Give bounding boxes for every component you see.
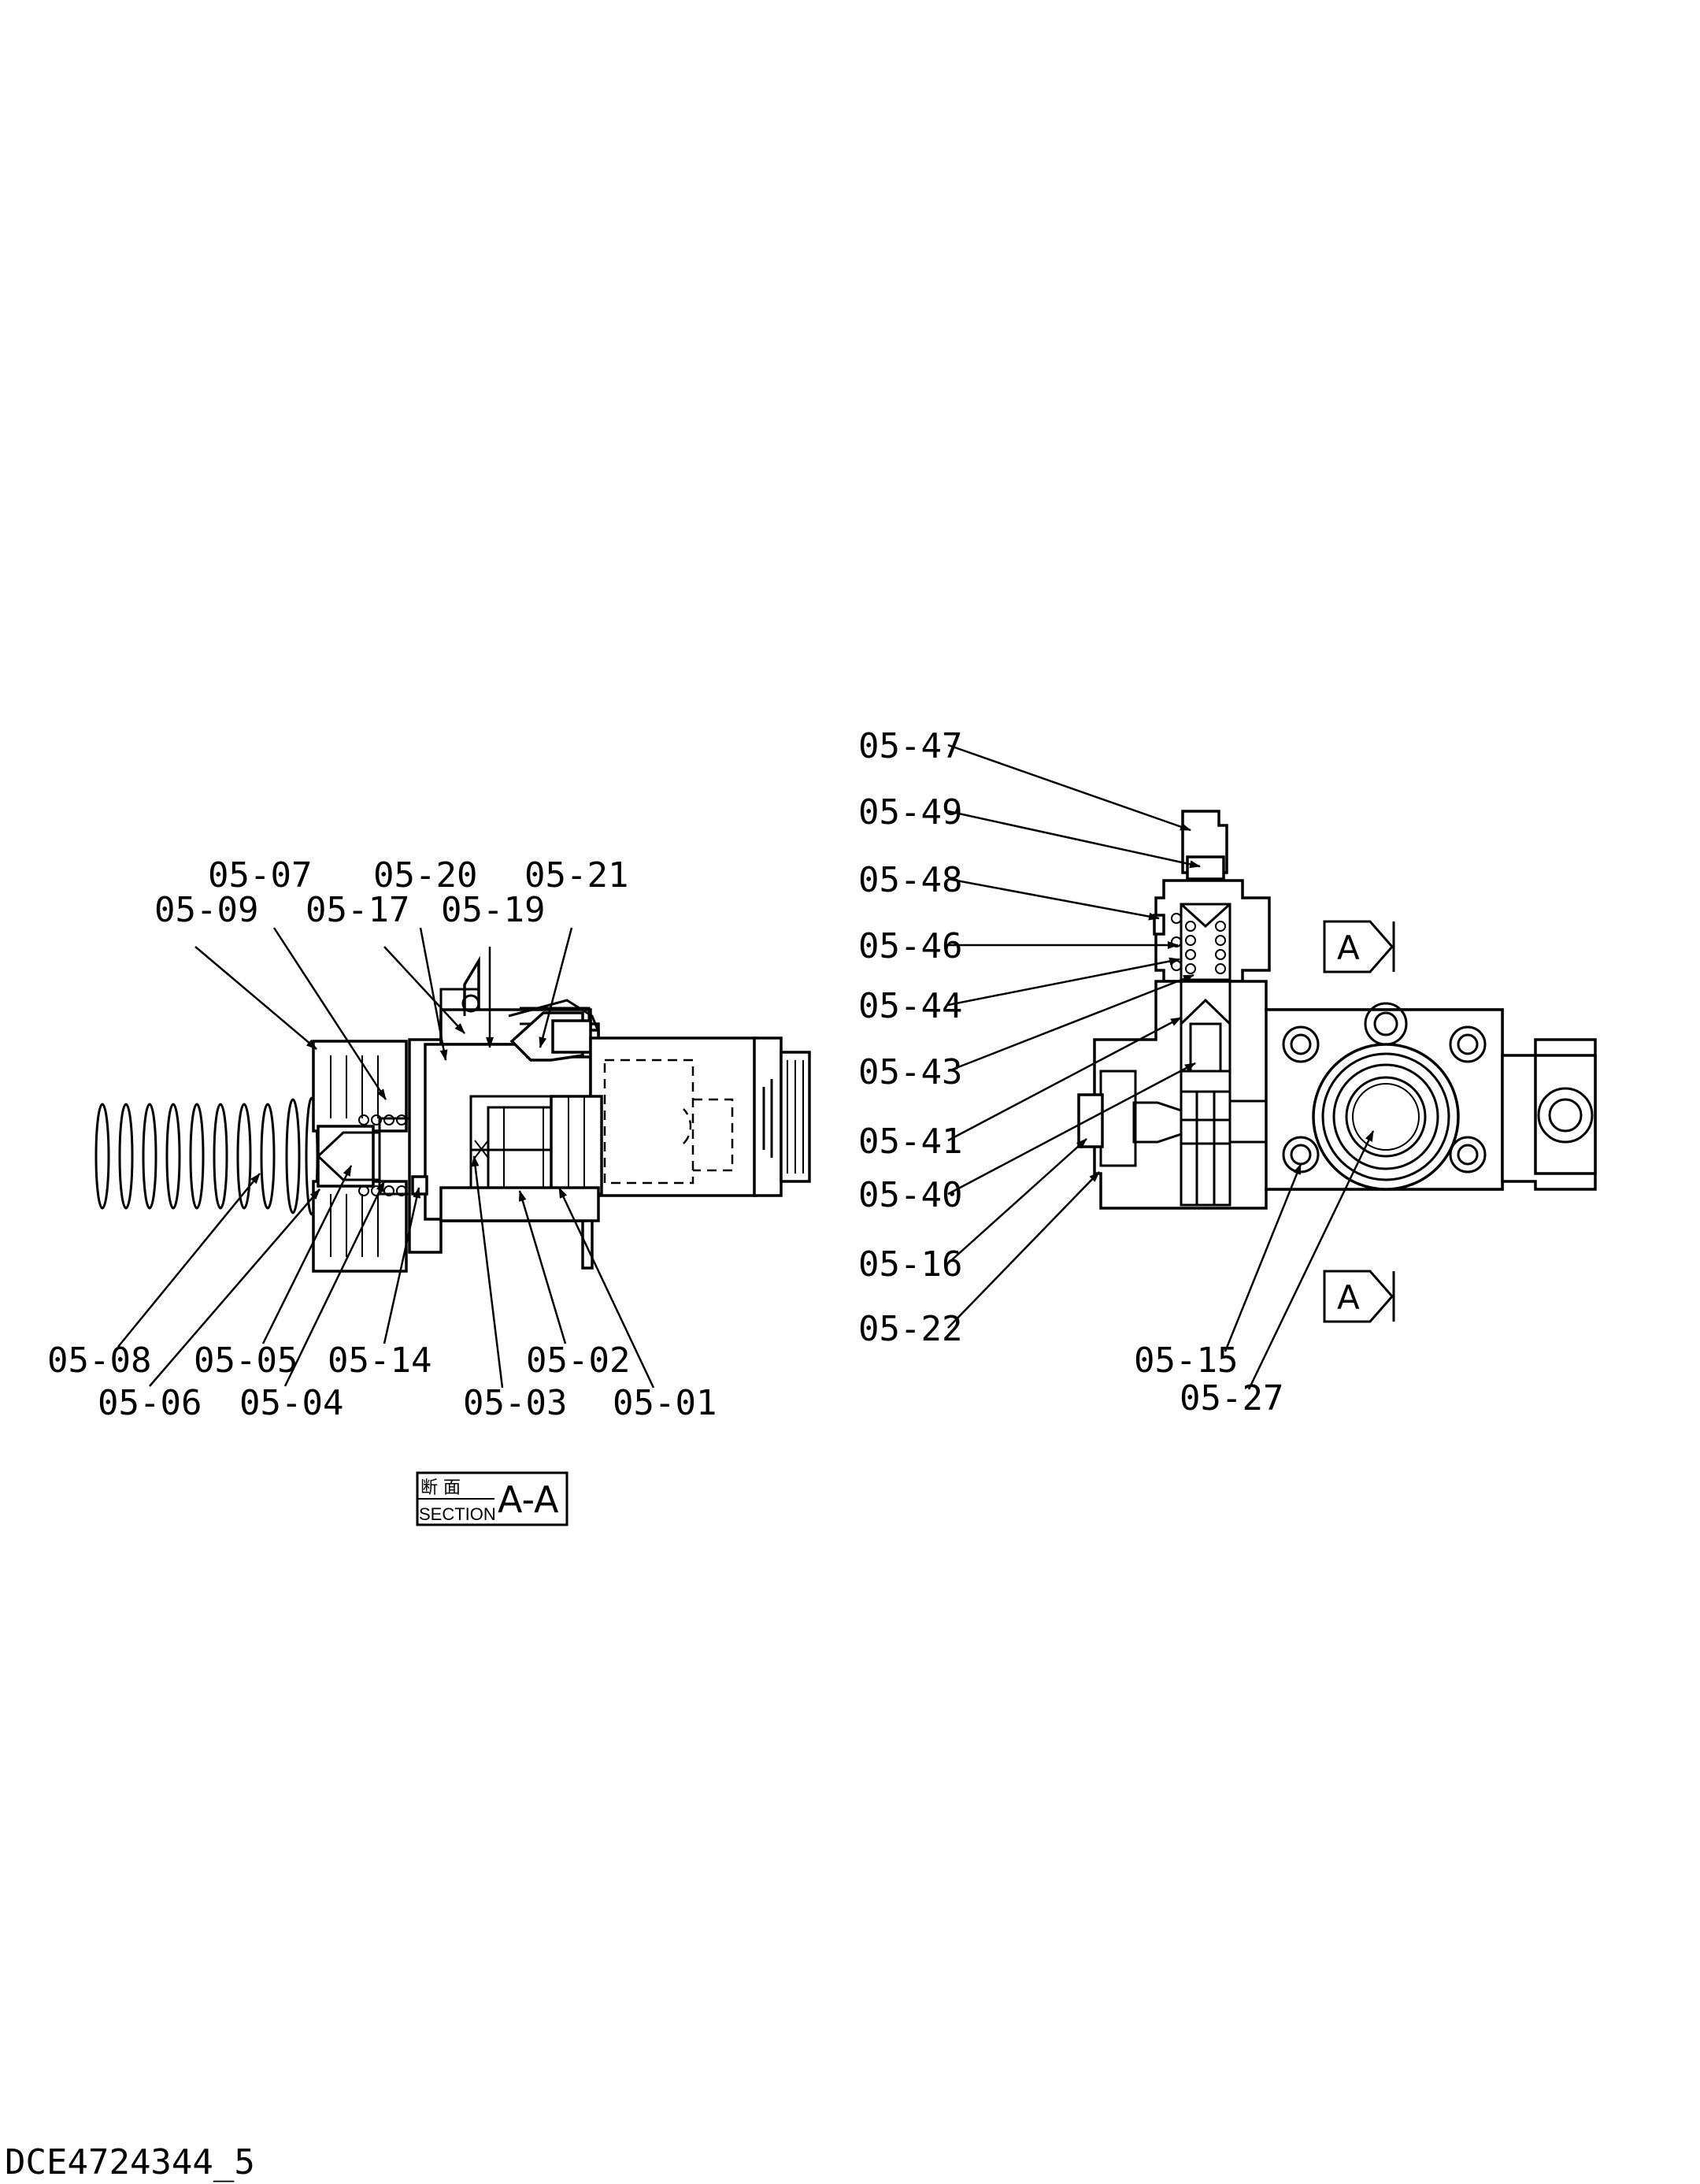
- shaft-boss: [1312, 1043, 1460, 1191]
- callout-05-08: 05-08: [47, 1340, 151, 1381]
- callout-05-05: 05-05: [194, 1340, 298, 1381]
- callout-05-17: 05-17: [306, 890, 409, 930]
- section-title-box: 断 面 SECTION A-A: [416, 1471, 569, 1526]
- right-callout-labels: 05-47 05-49 05-48 05-46 05-44 05-43 05-4…: [858, 726, 1283, 1418]
- end-nut: [753, 1036, 811, 1197]
- callout-05-40: 05-40: [858, 1175, 962, 1215]
- section-label-en: SECTION: [419, 1504, 496, 1524]
- callout-05-46: 05-46: [858, 926, 962, 966]
- spring-seat: [312, 1040, 408, 1273]
- view-marker-top: A: [1323, 920, 1395, 973]
- view-marker-bottom: A: [1323, 1270, 1395, 1323]
- callout-05-27: 05-27: [1180, 1378, 1283, 1418]
- plug-05-47: [1181, 810, 1228, 881]
- callout-05-41: 05-41: [858, 1122, 962, 1162]
- section-label-aa: A-A: [498, 1478, 559, 1521]
- section-label-jp: 断 面: [420, 1478, 461, 1498]
- callout-05-47: 05-47: [858, 726, 962, 766]
- callout-05-43: 05-43: [858, 1052, 962, 1092]
- fitting-05-14: [411, 1175, 428, 1196]
- callout-05-49: 05-49: [858, 792, 962, 832]
- right-side-view: A A 05-47 05-49 05-48 05-46: [858, 726, 1597, 1418]
- callout-05-14: 05-14: [328, 1340, 431, 1381]
- callout-05-44: 05-44: [858, 986, 962, 1026]
- callout-05-07: 05-07: [208, 855, 312, 895]
- drawing-number: DCE4724344_5: [5, 2142, 255, 2182]
- callout-05-16: 05-16: [858, 1244, 962, 1285]
- plug-05-21: [509, 1011, 592, 1062]
- left-callout-labels: 05-07 05-09 05-20 05-17 05-19 05-21 05-0…: [47, 855, 717, 1423]
- callout-05-09: 05-09: [154, 890, 258, 930]
- actuator-housing: [439, 1036, 757, 1252]
- callout-05-03: 05-03: [463, 1383, 567, 1423]
- callout-05-22: 05-22: [858, 1309, 962, 1349]
- side-port: [1501, 1038, 1597, 1191]
- callout-05-20: 05-20: [373, 855, 477, 895]
- callout-05-04: 05-04: [239, 1383, 343, 1423]
- view-marker-letter-bottom: A: [1337, 1278, 1360, 1317]
- callout-05-06: 05-06: [98, 1383, 202, 1423]
- callout-05-01: 05-01: [613, 1383, 717, 1423]
- callout-05-48: 05-48: [858, 860, 962, 900]
- left-section-view: 05-07 05-09 05-20 05-17 05-19 05-21 05-0…: [47, 855, 811, 1526]
- callout-05-15: 05-15: [1134, 1340, 1238, 1381]
- callout-05-19: 05-19: [441, 890, 545, 930]
- view-marker-letter-top: A: [1337, 929, 1360, 967]
- right-leaders: [947, 743, 1375, 1390]
- left-leaders: [117, 927, 655, 1389]
- relief-cap: [1153, 879, 1271, 983]
- spring-05-08: [94, 1096, 319, 1216]
- callout-05-02: 05-02: [526, 1340, 630, 1381]
- callout-05-21: 05-21: [524, 855, 628, 895]
